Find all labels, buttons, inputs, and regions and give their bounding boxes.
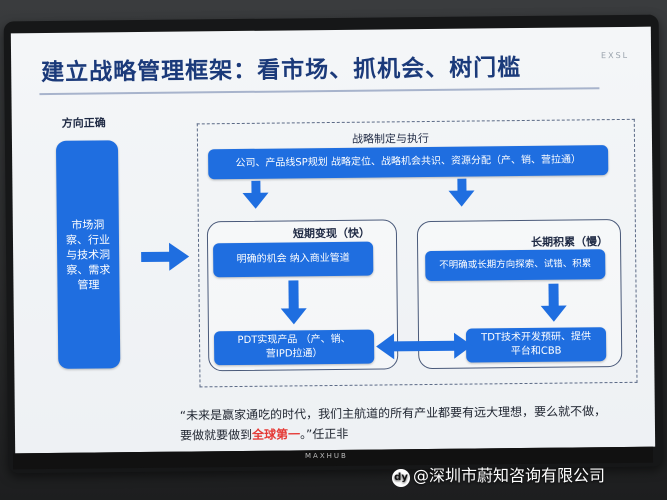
tdt-technology-box: TDT技术开发预研、提供平台和CBB xyxy=(465,327,607,363)
right-arrow-shaft xyxy=(141,251,172,263)
slide-screen: 建立战略管理框架：看市场、抓机会、树门槛 EXSL 方向正确 市场洞察、行业与技… xyxy=(10,26,656,454)
quote-text-2: 。”任正非 xyxy=(299,426,349,442)
down-arrow-icon-left xyxy=(242,192,269,209)
strategy-label: 战略制定与执行 xyxy=(351,131,430,146)
strategy-planning-box: 公司、产品线SP规划 战略定位、战略机会共识、资源分配（产、销、营拉通） xyxy=(208,145,609,180)
maxhub-logo: MAXHUB xyxy=(305,452,348,460)
exploration-box: 不明确或长期方向探索、试错、积累 xyxy=(425,249,606,282)
bidirectional-arrow-shaft xyxy=(392,340,457,352)
short-term-label: 短期变现（快） xyxy=(292,226,370,241)
title-divider xyxy=(39,87,600,96)
ren-zhengfei-quote: “未来是赢家通吃的时代，我们主航道的所有产业都要有远大理想，要么就不做，要做就要… xyxy=(180,401,610,446)
down-arrow-shaft-short xyxy=(288,280,299,311)
market-insight-box: 市场洞察、行业与技术洞察、需求管理 xyxy=(55,140,121,369)
quote-highlight: 全球第一 xyxy=(251,427,301,442)
clear-opportunity-box: 明确的机会 纳入商业管道 xyxy=(213,241,374,278)
down-arrow-icon-long xyxy=(540,305,567,322)
direction-label: 方向正确 xyxy=(61,116,106,130)
down-arrow-icon-short xyxy=(280,308,307,325)
down-arrow-icon-right xyxy=(448,190,475,207)
long-term-label: 长期积累（慢） xyxy=(530,235,609,249)
watermark-text: @深圳市蔚知咨询有限公司 xyxy=(413,466,606,485)
brand-logo: EXSL xyxy=(600,50,630,61)
right-arrow-icon xyxy=(169,242,190,271)
right-arrowhead-icon xyxy=(453,332,473,359)
douyin-icon: dy xyxy=(392,469,410,487)
watermark: dy@深圳市蔚知咨询有限公司 xyxy=(392,462,605,487)
pdt-product-box: PDT实现产品 （产、销、营IPD拉通） xyxy=(213,329,375,366)
slide-title: 建立战略管理框架：看市场、抓机会、树门槛 xyxy=(41,55,522,87)
quote-text-1: “未来是赢家通吃的时代，我们主航道的所有产业都要有远大理想，要么就不做，要做就要… xyxy=(179,404,607,443)
left-arrowhead-icon xyxy=(375,333,395,360)
down-arrow-shaft-long xyxy=(548,283,559,308)
